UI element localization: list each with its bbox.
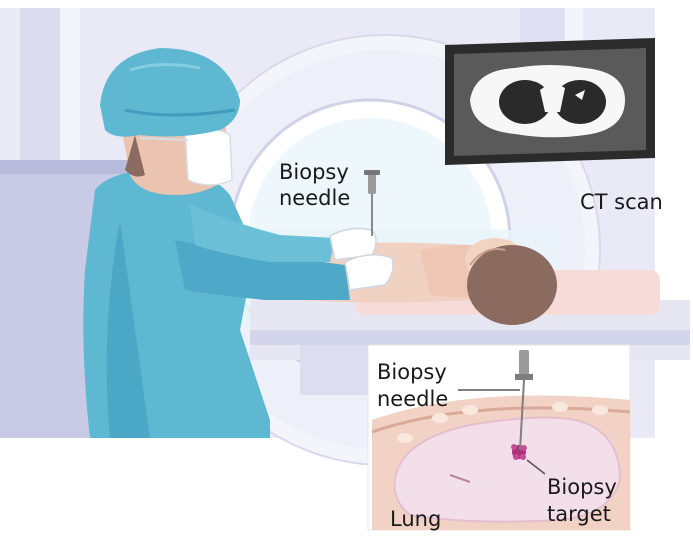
surgical-mask: [185, 128, 232, 185]
glove-front: [345, 255, 393, 290]
patient-hair: [467, 245, 557, 325]
ct-scan-image: [470, 65, 625, 137]
ct-monitor: [445, 38, 655, 165]
label-lung: Lung: [390, 507, 441, 531]
biopsy-target: [511, 444, 527, 460]
label-ct-scan: CT scan: [580, 190, 663, 214]
